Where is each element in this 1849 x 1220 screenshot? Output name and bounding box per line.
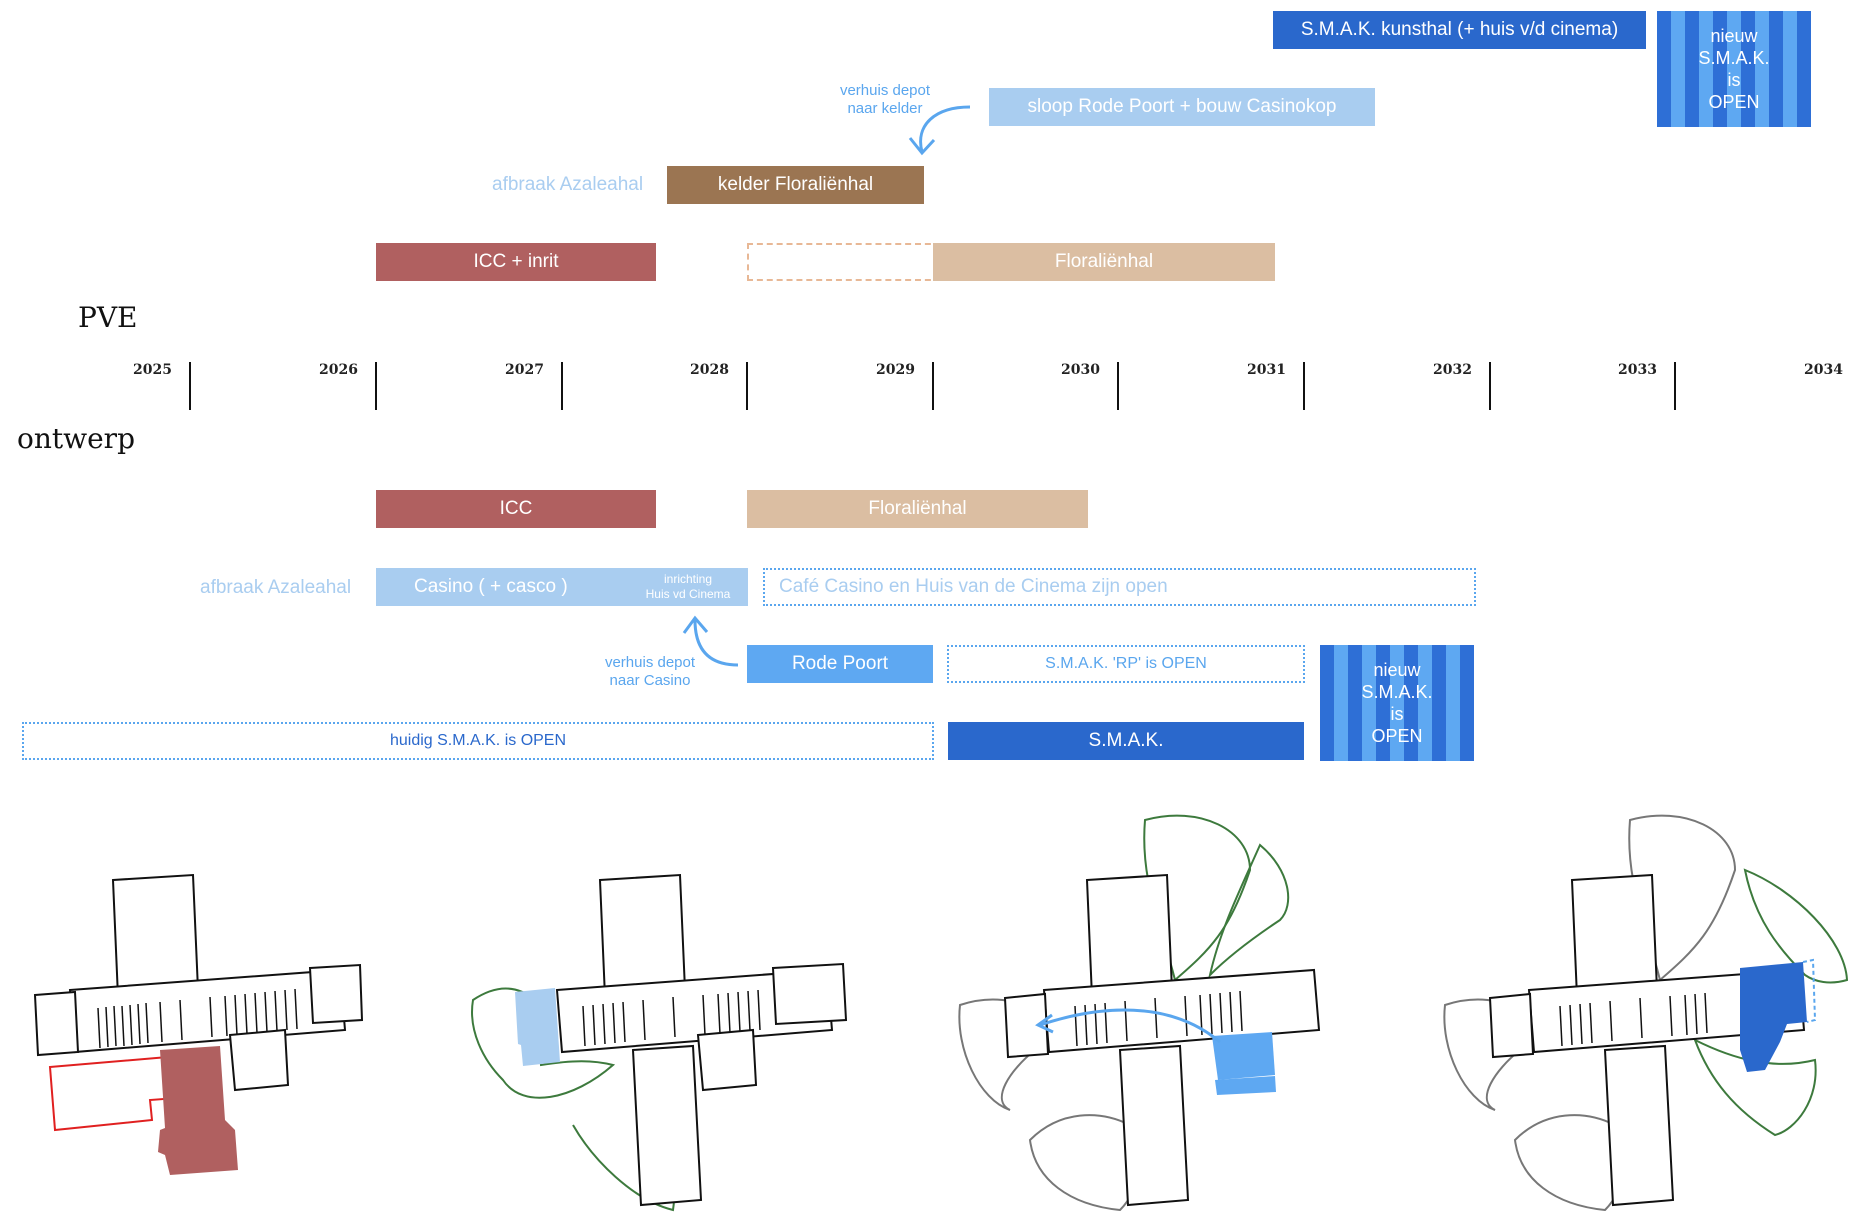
- year-label: 2027: [505, 362, 544, 378]
- pve-kelder-floralienhal-bar: kelder Floraliënhal: [667, 166, 924, 204]
- site-plan-phase-3: [958, 814, 1321, 1212]
- ontwerp-rode-poort-bar: Rode Poort: [747, 645, 933, 683]
- open-line: OPEN: [1708, 92, 1760, 112]
- ontwerp-smak-rp-open-bar: S.M.A.K. 'RP' is OPEN: [947, 645, 1305, 683]
- smak-rp-open-label: S.M.A.K. 'RP' is OPEN: [1045, 655, 1207, 672]
- section-title-ontwerp: ontwerp: [17, 422, 135, 455]
- open-line: is: [1390, 704, 1404, 724]
- section-title-pve: PVE: [78, 301, 138, 334]
- note-line: verhuis depot: [839, 82, 931, 99]
- year-label: 2032: [1433, 362, 1472, 378]
- pve-floralienhal-bar: Floraliënhal: [933, 243, 1275, 281]
- year-tick: [1117, 362, 1119, 410]
- pve-verhuis-depot-note: verhuis depot naar kelder: [830, 82, 940, 118]
- year-tick: [189, 362, 191, 410]
- open-line: nieuw: [1373, 660, 1421, 680]
- year-tick: [746, 362, 748, 410]
- ontwerp-afbraak-azaleahal-label: afbraak Azaleahal: [200, 577, 352, 598]
- year-tick: [1489, 362, 1491, 410]
- note-line: naar Casino: [609, 672, 691, 689]
- ontwerp-icc-bar: ICC: [376, 490, 656, 528]
- open-line: S.M.A.K.: [1361, 682, 1433, 702]
- year-label: 2034: [1804, 362, 1843, 378]
- huidig-smak-open-label: huidig S.M.A.K. is OPEN: [389, 732, 567, 749]
- ontwerp-verhuis-depot-note: verhuis depot naar Casino: [595, 654, 705, 690]
- ontwerp-floralienhal-bar: Floraliënhal: [747, 490, 1088, 528]
- year-tick: [375, 362, 377, 410]
- ontwerp-smak-bar: S.M.A.K.: [948, 722, 1304, 760]
- pve-smak-kunsthal-bar: S.M.A.K. kunsthal (+ huis v/d cinema): [1273, 11, 1646, 49]
- year-tick: [1303, 362, 1305, 410]
- site-plan-phase-1: [33, 873, 364, 1175]
- pve-icc-inrit-bar: ICC + inrit: [376, 243, 656, 281]
- note-line: verhuis depot: [604, 654, 696, 671]
- open-line: S.M.A.K.: [1698, 48, 1770, 68]
- pve-nieuw-smak-open-block: nieuw S.M.A.K. is OPEN: [1657, 11, 1811, 127]
- year-tick: [1674, 362, 1676, 410]
- cafe-casino-label: Café Casino en Huis van de Cinema zijn o…: [779, 576, 1168, 597]
- ontwerp-casino-bar: Casino ( + casco ): [376, 568, 748, 606]
- note-line: naar kelder: [847, 100, 923, 117]
- open-line: nieuw: [1710, 26, 1758, 46]
- site-plan-phase-2: [471, 873, 848, 1212]
- year-tick: [561, 362, 563, 410]
- year-label: 2025: [133, 362, 172, 378]
- year-label: 2031: [1247, 362, 1286, 378]
- site-plan-phase-4: [1443, 814, 1849, 1212]
- inrichting-line: inrichting: [663, 572, 713, 586]
- inrichting-line: Huis vd Cinema: [645, 587, 731, 601]
- ontwerp-nieuw-smak-open-block: nieuw S.M.A.K. is OPEN: [1320, 645, 1474, 761]
- year-tick: [932, 362, 934, 410]
- year-label: 2026: [319, 362, 358, 378]
- year-label: 2033: [1618, 362, 1657, 378]
- year-label: 2029: [876, 362, 915, 378]
- ontwerp-cafe-casino-open-bar: Café Casino en Huis van de Cinema zijn o…: [763, 568, 1476, 606]
- pve-afbraak-azaleahal-label: afbraak Azaleahal: [492, 174, 644, 195]
- ontwerp-huidig-smak-open-bar: huidig S.M.A.K. is OPEN: [22, 722, 934, 760]
- open-line: OPEN: [1371, 726, 1423, 746]
- open-line: is: [1727, 70, 1741, 90]
- ontwerp-inrichting-label: inrichting Huis vd Cinema: [628, 572, 748, 602]
- year-label: 2030: [1061, 362, 1100, 378]
- year-label: 2028: [690, 362, 729, 378]
- pve-sloop-rode-poort-bar: sloop Rode Poort + bouw Casinokop: [989, 88, 1375, 126]
- casino-label: Casino ( + casco ): [414, 576, 568, 597]
